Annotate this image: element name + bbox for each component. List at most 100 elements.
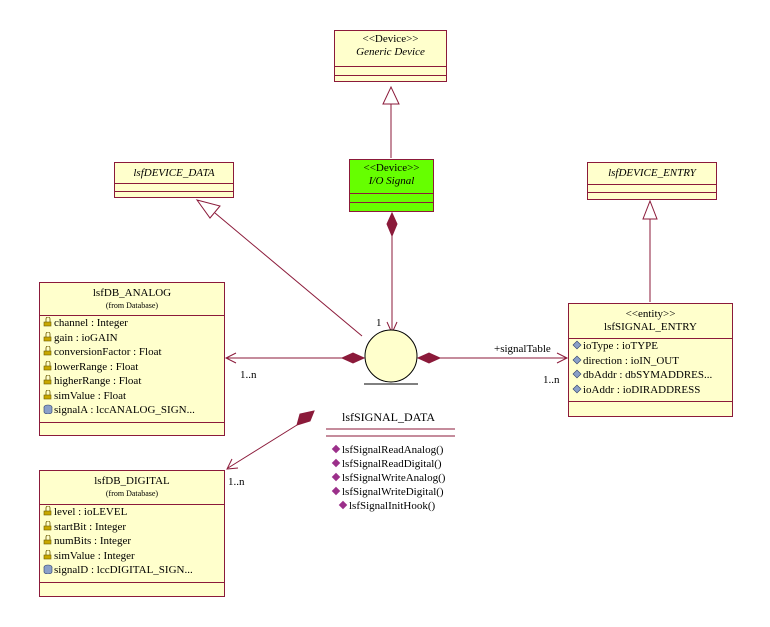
class-name: lsfDEVICE_ENTRY — [608, 167, 696, 179]
class-lsf-device-entry[interactable]: lsfDEVICE_ENTRY — [587, 162, 717, 200]
attribute-row[interactable]: signalA : lccANALOG_SIGN... — [40, 403, 224, 418]
operation-row[interactable]: lsfSignalWriteDigital() — [331, 485, 444, 499]
public-attribute-icon — [43, 374, 53, 385]
operation-row[interactable]: lsfSignalWriteAnalog() — [331, 471, 445, 485]
public-attribute-icon — [43, 331, 53, 342]
class-name: I/O Signal — [368, 175, 415, 187]
public-attribute-icon — [43, 360, 53, 371]
public-attribute-icon — [43, 505, 53, 516]
operations-compartment — [335, 75, 446, 76]
class-name: lsfSIGNAL_ENTRY — [604, 321, 697, 333]
class-lsf-device-data[interactable]: lsfDEVICE_DATA — [114, 162, 234, 198]
attribute-row[interactable]: simValue : Float — [40, 389, 224, 404]
attribute-row[interactable]: ioType : ioTYPE — [569, 339, 732, 354]
attribute-text: dbAddr : dbSYMADDRES... — [583, 369, 713, 381]
attribute-text: direction : ioIN_OUT — [583, 354, 679, 367]
attributes-compartment — [588, 184, 716, 192]
public-attribute-icon — [43, 389, 53, 400]
class-generic-device[interactable]: <<Device>> Generic Device — [334, 30, 447, 82]
multiplicity-entry: 1..n — [543, 374, 560, 386]
operations-compartment — [115, 191, 233, 192]
operation-row[interactable]: lsfSignalReadDigital() — [331, 457, 442, 471]
attribute-text: startBit : Integer — [54, 520, 127, 533]
public-attribute-icon — [572, 340, 582, 350]
operation-text: lsfSignalReadDigital() — [342, 458, 442, 470]
attribute-text: level : ioLEVEL — [54, 506, 128, 518]
attribute-text: gain : ioGAIN — [54, 331, 118, 344]
generalization-arrow-devicedata — [195, 199, 221, 219]
operation-icon — [331, 472, 341, 482]
operations-compartment — [40, 421, 224, 423]
class-lsf-signal-entry[interactable]: <<entity>> lsfSIGNAL_ENTRY ioType : ioTY… — [568, 303, 733, 417]
public-attribute-icon — [43, 316, 53, 327]
attribute-row[interactable]: signalD : lccDIGITAL_SIGN... — [40, 563, 224, 578]
operations-compartment — [40, 581, 224, 583]
class-io-signal[interactable]: <<Device>> I/O Signal — [349, 159, 434, 212]
public-attribute-icon — [572, 355, 582, 365]
multiplicity-digital: 1..n — [228, 476, 245, 488]
attribute-text: numBits : Integer — [54, 535, 131, 547]
attribute-row[interactable]: gain : ioGAIN — [40, 331, 224, 346]
attribute-row[interactable]: simValue : Integer — [40, 549, 224, 564]
arrow-to-analog — [224, 352, 237, 364]
operation-row[interactable]: lsfSignalInitHook() — [338, 499, 436, 513]
attribute-text: signalD : lccDIGITAL_SIGN... — [54, 564, 193, 576]
role-signal-table: +signalTable — [494, 343, 551, 355]
operations-compartment — [588, 192, 716, 193]
public-attribute-icon — [43, 345, 53, 356]
operation-text: lsfSignalWriteDigital() — [342, 486, 444, 498]
attributes-compartment: channel : Integer gain : ioGAIN conversi… — [40, 315, 224, 418]
attribute-row[interactable]: lowerRange : Float — [40, 360, 224, 375]
attribute-row[interactable]: direction : ioIN_OUT — [569, 354, 732, 369]
operation-icon — [338, 500, 348, 510]
attributes-compartment: ioType : ioTYPE direction : ioIN_OUT dbA… — [569, 338, 732, 397]
attribute-row[interactable]: conversionFactor : Float — [40, 345, 224, 360]
attributes-compartment: level : ioLEVEL startBit : Integer numBi… — [40, 504, 224, 578]
class-lsfdb-digital[interactable]: lsfDB_DIGITAL (from Database) level : io… — [39, 470, 225, 597]
operation-icon — [331, 458, 341, 468]
composition-diamond-entry — [416, 352, 442, 364]
attributes-compartment — [115, 183, 233, 191]
attribute-row[interactable]: startBit : Integer — [40, 520, 224, 535]
attribute-text: ioAddr : ioDIRADDRESS — [583, 383, 701, 396]
operation-text: lsfSignalInitHook() — [349, 500, 436, 512]
attribute-row[interactable]: numBits : Integer — [40, 534, 224, 549]
attribute-text: simValue : Float — [54, 389, 127, 402]
attribute-text: signalA : lccANALOG_SIGN... — [54, 404, 195, 416]
attributes-compartment — [350, 193, 433, 202]
signal-data-class-name: lsfSIGNAL_DATA — [342, 410, 436, 424]
attribute-text: lowerRange : Float — [54, 360, 139, 373]
operation-icon — [331, 444, 341, 454]
operation-icon — [331, 486, 341, 496]
operation-text: lsfSignalReadAnalog() — [342, 444, 444, 456]
class-name: lsfDEVICE_DATA — [133, 167, 215, 179]
attribute-row[interactable]: higherRange : Float — [40, 374, 224, 389]
composition-diamond-analog — [340, 352, 366, 364]
class-name: lsfDB_ANALOG — [92, 287, 172, 299]
generalization-arrow-deviceentry — [642, 199, 658, 220]
operations-compartment — [350, 202, 433, 203]
attribute-text: higherRange : Float — [54, 375, 142, 387]
attribute-row[interactable]: channel : Integer — [40, 316, 224, 331]
attribute-text: ioType : ioTYPE — [583, 340, 659, 352]
attribute-row[interactable]: dbAddr : dbSYMADDRES... — [569, 368, 732, 383]
attributes-compartment — [335, 66, 446, 75]
attribute-text: conversionFactor : Float — [54, 346, 162, 358]
public-attribute-icon — [572, 384, 582, 394]
attribute-row[interactable]: level : ioLEVEL — [40, 505, 224, 520]
public-attribute-icon — [43, 549, 53, 560]
stereotype-label: <<Device>> — [362, 33, 419, 45]
attribute-row[interactable]: ioAddr : ioDIRADDRESS — [569, 383, 732, 398]
generalization-arrow-generic — [382, 85, 400, 105]
operation-row[interactable]: lsfSignalReadAnalog() — [331, 443, 444, 457]
stereotype-label: <<Device>> — [363, 162, 420, 174]
database-attribute-icon — [43, 404, 53, 415]
attribute-text: simValue : Integer — [54, 549, 135, 562]
multiplicity-io-signal: 1 — [376, 317, 382, 329]
database-attribute-icon — [43, 564, 53, 575]
stereotype-label: <<entity>> — [625, 308, 676, 320]
class-name: lsfDB_DIGITAL — [94, 475, 170, 487]
class-lsfdb-analog[interactable]: lsfDB_ANALOG (from Database) channel : I… — [39, 282, 225, 436]
arrow-to-digital — [226, 458, 239, 470]
